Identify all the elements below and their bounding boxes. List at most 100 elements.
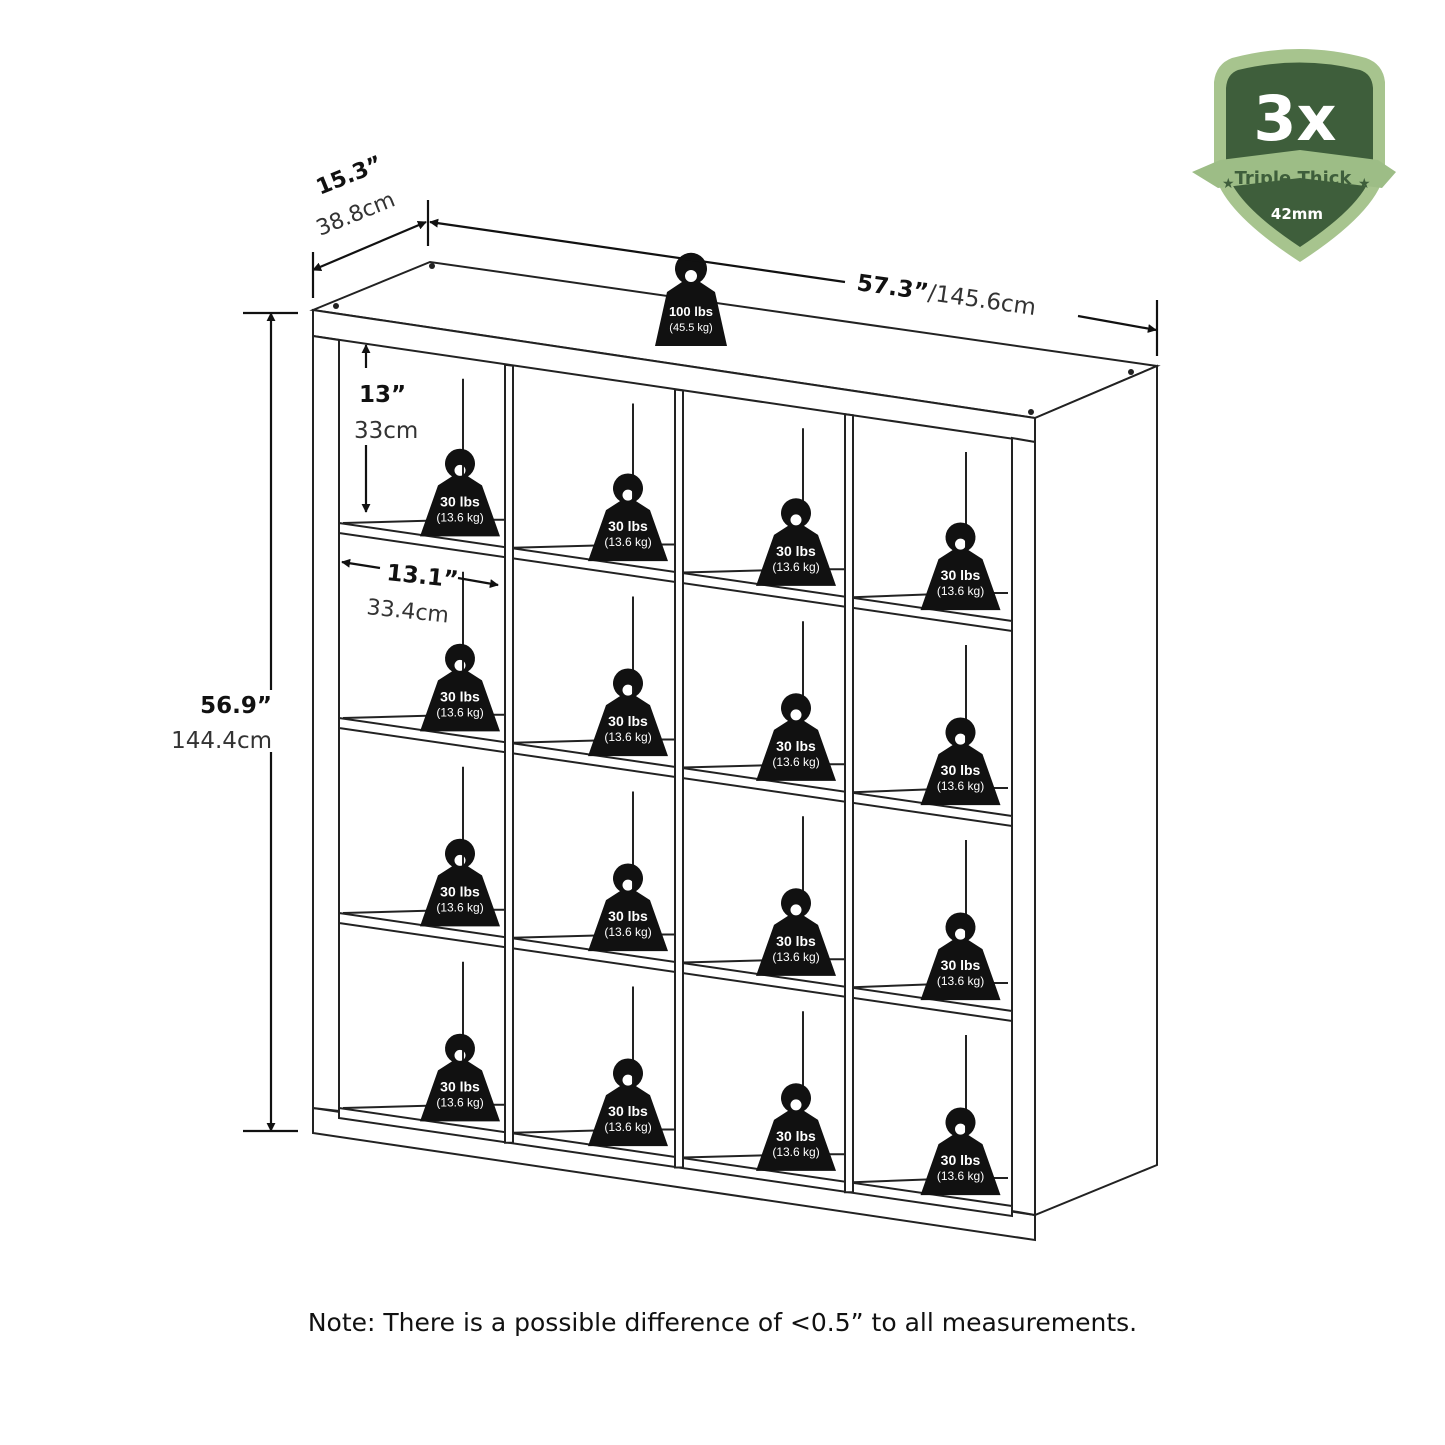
bookcase-left-side bbox=[312, 334, 340, 1113]
bookcase-side-panel bbox=[1034, 364, 1158, 1217]
weight-icon bbox=[420, 1033, 500, 1122]
weight-icon bbox=[420, 643, 500, 732]
top-load-kg: (45.5 kg) bbox=[669, 322, 712, 334]
divider-1 bbox=[504, 363, 514, 1144]
cube-load-weight: 30 lbs(13.6 kg) bbox=[920, 522, 1001, 611]
cube-load-kg: (13.6 kg) bbox=[937, 974, 984, 988]
cube-load-weight: 30 lbs(13.6 kg) bbox=[420, 448, 500, 537]
cube-load-weight: 30 lbs(13.6 kg) bbox=[920, 1107, 1001, 1196]
depth-arrow bbox=[312, 220, 427, 272]
cube-load-weight: 30 lbs(13.6 kg) bbox=[420, 643, 500, 732]
cube-load-kg: (13.6 kg) bbox=[604, 535, 651, 549]
bookcase bbox=[309, 260, 1161, 1242]
cube-load-lbs: 30 lbs bbox=[608, 908, 648, 924]
badge-thickness: 42mm bbox=[1271, 205, 1323, 223]
badge-star-right: ★ bbox=[1358, 176, 1371, 192]
cube-load-lbs: 30 lbs bbox=[941, 1152, 981, 1168]
cube-width-in-label: 13.1” bbox=[385, 560, 459, 593]
cube-load-lbs: 30 lbs bbox=[608, 713, 648, 729]
top-peg-4 bbox=[1028, 409, 1034, 415]
cube-load-lbs: 30 lbs bbox=[440, 493, 480, 509]
cube-load-kg: (13.6 kg) bbox=[772, 1145, 819, 1159]
cube-width-arrow-left bbox=[341, 558, 381, 570]
badge-ribbon bbox=[1192, 150, 1396, 188]
cube-load-lbs: 30 lbs bbox=[941, 762, 981, 778]
dimension-labels: 15.3” 38.8cm 57.3”/145.6cm 56.9” 144.4cm… bbox=[171, 152, 1037, 754]
cube-load-kg: (13.6 kg) bbox=[937, 779, 984, 793]
top-peg-1 bbox=[333, 303, 339, 309]
cube-width-cm-label: 33.4cm bbox=[365, 595, 450, 628]
width-cm-label: /145.6cm bbox=[926, 280, 1037, 321]
weight-icon bbox=[655, 252, 727, 346]
cube-height-cm-label: 33cm bbox=[354, 418, 418, 444]
weight-icon bbox=[756, 498, 836, 586]
cube-load-weight: 30 lbs(13.6 kg) bbox=[588, 863, 668, 952]
cube-load-lbs: 30 lbs bbox=[440, 688, 480, 704]
cube-load-kg: (13.6 kg) bbox=[436, 510, 483, 524]
cube-load-lbs: 30 lbs bbox=[776, 933, 816, 949]
divider-2 bbox=[674, 388, 684, 1169]
badge-star-left: ★ bbox=[1222, 176, 1235, 192]
weight-icon bbox=[588, 473, 668, 562]
cube-grid bbox=[338, 363, 1013, 1218]
width-arrow-right bbox=[1077, 314, 1157, 333]
cube-load-lbs: 30 lbs bbox=[776, 738, 816, 754]
cube-load-lbs: 30 lbs bbox=[440, 883, 480, 899]
cube-load-kg: (13.6 kg) bbox=[604, 925, 651, 939]
cube-load-lbs: 30 lbs bbox=[941, 567, 981, 583]
cube-load-kg: (13.6 kg) bbox=[937, 1169, 984, 1183]
weight-icon bbox=[420, 448, 500, 537]
width-label: 57.3”/145.6cm bbox=[855, 270, 1037, 321]
top-load-lbs: 100 lbs bbox=[669, 304, 713, 319]
badge-label: Triple Thick bbox=[1235, 168, 1353, 189]
cube-load-weight: 30 lbs(13.6 kg) bbox=[420, 1033, 500, 1122]
cube-load-lbs: 30 lbs bbox=[776, 1128, 816, 1144]
cube-load-kg: (13.6 kg) bbox=[436, 705, 483, 719]
weight-icon bbox=[920, 912, 1001, 1001]
weight-icon bbox=[588, 1058, 668, 1147]
cube-load-weight: 30 lbs(13.6 kg) bbox=[420, 838, 500, 927]
cube-height-in-label: 13” bbox=[359, 382, 406, 408]
weight-icon bbox=[920, 522, 1001, 611]
cube-load-kg: (13.6 kg) bbox=[604, 730, 651, 744]
bookcase-right-side bbox=[1011, 436, 1036, 1217]
cube-load-lbs: 30 lbs bbox=[776, 543, 816, 559]
weight-icon bbox=[756, 1083, 836, 1171]
weight-icon bbox=[920, 1107, 1001, 1196]
cube-load-lbs: 30 lbs bbox=[440, 1078, 480, 1094]
cube-width-arrow-right bbox=[457, 576, 499, 589]
cube-load-weight: 30 lbs(13.6 kg) bbox=[920, 717, 1001, 806]
height-cm-label: 144.4cm bbox=[171, 728, 272, 754]
dimension-lines bbox=[243, 200, 1159, 1133]
divider-3 bbox=[844, 413, 854, 1194]
cube-weights: 30 lbs(13.6 kg)30 lbs(13.6 kg)30 lbs(13.… bbox=[420, 448, 1001, 1196]
top-peg-3 bbox=[1128, 369, 1134, 375]
cube-load-lbs: 30 lbs bbox=[608, 518, 648, 534]
cube-load-weight: 30 lbs(13.6 kg) bbox=[756, 693, 836, 781]
weight-icon bbox=[756, 693, 836, 781]
width-in-label: 57.3” bbox=[855, 270, 930, 306]
cube-load-kg: (13.6 kg) bbox=[937, 584, 984, 598]
weight-icon bbox=[588, 668, 668, 757]
height-in-label: 56.9” bbox=[200, 693, 272, 719]
cube-load-kg: (13.6 kg) bbox=[772, 755, 819, 769]
weight-icon bbox=[920, 717, 1001, 806]
cube-load-lbs: 30 lbs bbox=[941, 957, 981, 973]
cube-load-weight: 30 lbs(13.6 kg) bbox=[920, 912, 1001, 1001]
top-peg-2 bbox=[429, 263, 435, 269]
cube-load-kg: (13.6 kg) bbox=[772, 560, 819, 574]
measurement-note: Note: There is a possible difference of … bbox=[307, 1308, 1138, 1337]
cube-load-weight: 30 lbs(13.6 kg) bbox=[756, 888, 836, 976]
cube-load-weight: 30 lbs(13.6 kg) bbox=[588, 668, 668, 757]
triple-thick-badge: 3x Triple Thick ★ ★ 42mm bbox=[1192, 49, 1396, 262]
cube-load-kg: (13.6 kg) bbox=[436, 900, 483, 914]
weight-icon bbox=[420, 838, 500, 927]
cube-load-weight: 30 lbs(13.6 kg) bbox=[756, 1083, 836, 1171]
width-arrow-left bbox=[429, 218, 846, 284]
cube-load-weight: 30 lbs(13.6 kg) bbox=[756, 498, 836, 586]
cube-load-lbs: 30 lbs bbox=[608, 1103, 648, 1119]
cube-load-kg: (13.6 kg) bbox=[436, 1095, 483, 1109]
top-load-weight: 100 lbs (45.5 kg) bbox=[655, 252, 727, 346]
cube-load-kg: (13.6 kg) bbox=[772, 950, 819, 964]
